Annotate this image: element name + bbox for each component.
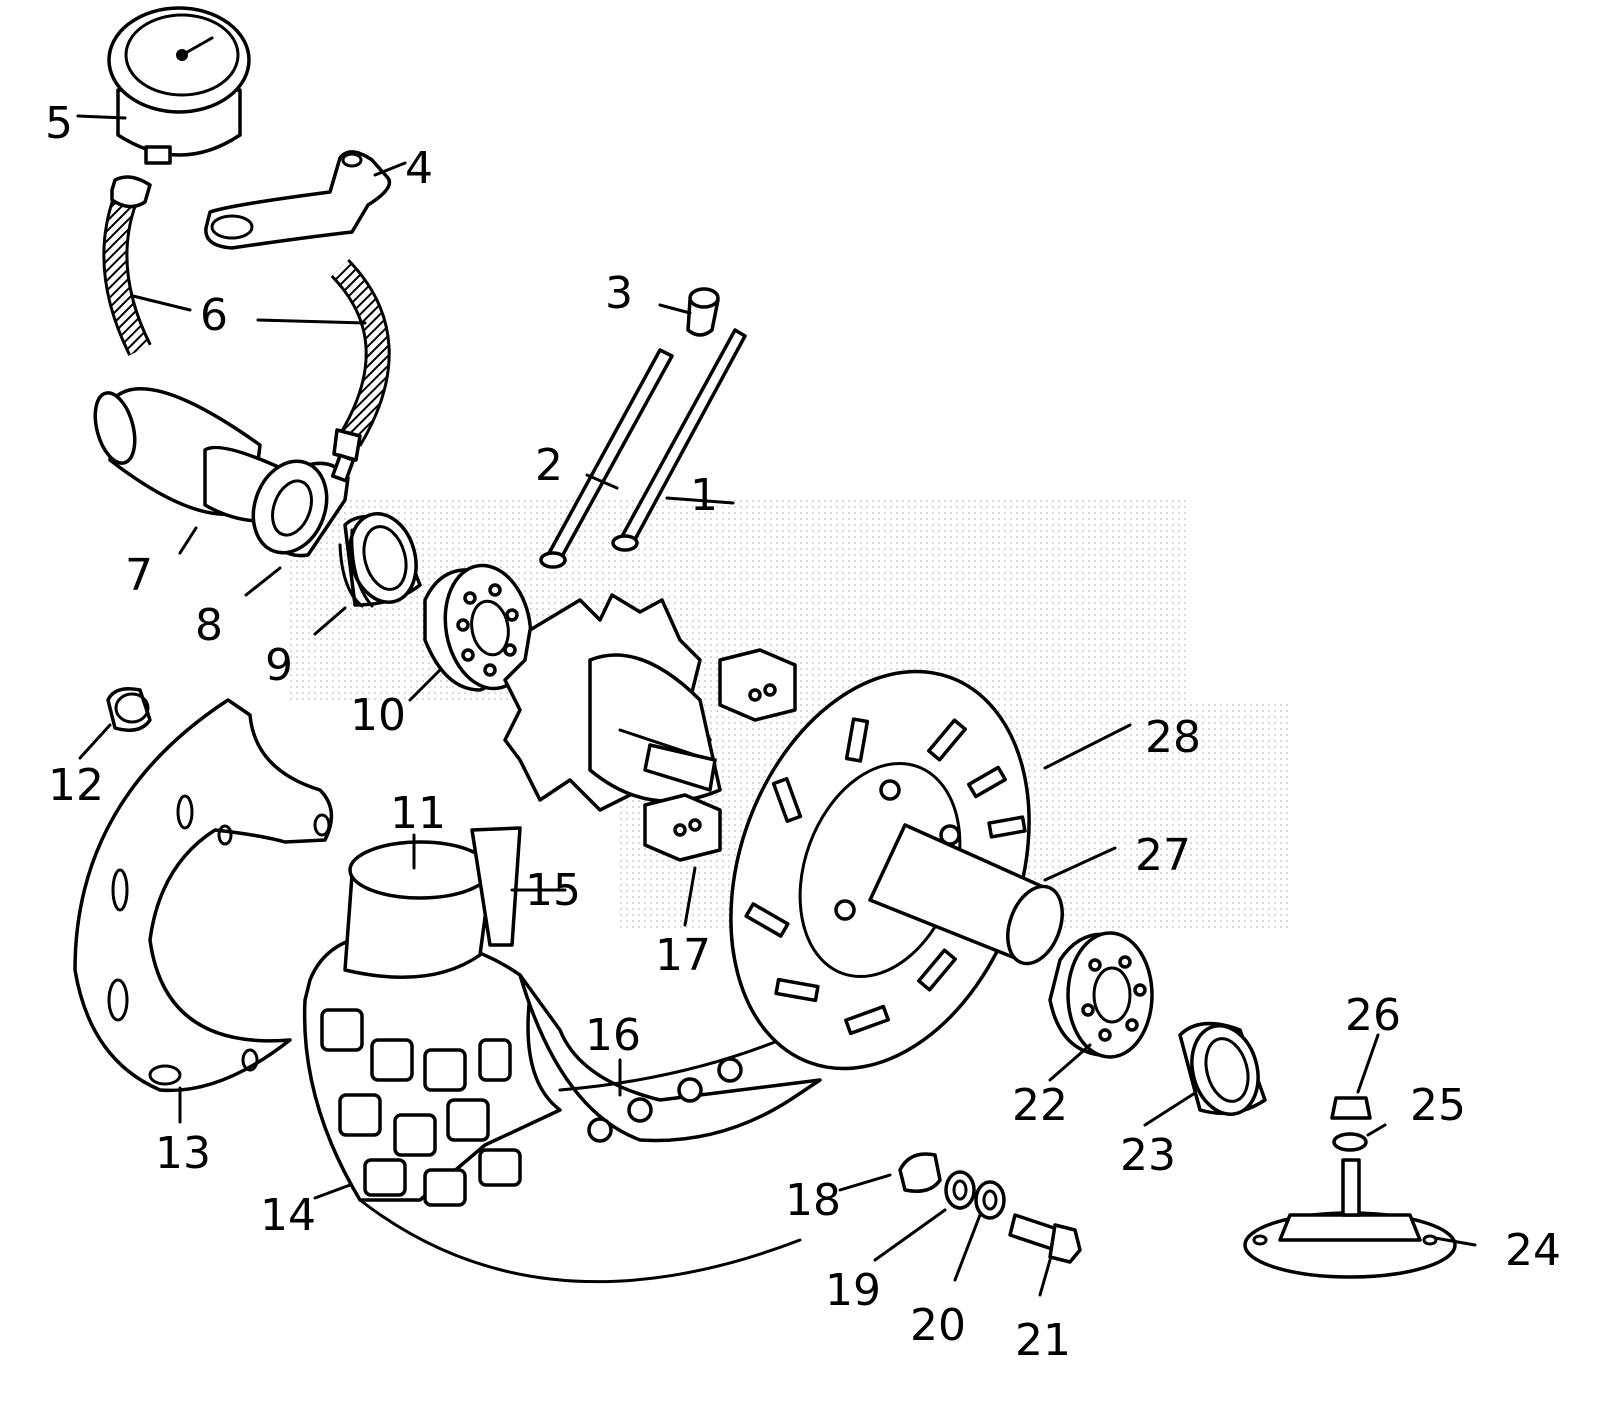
callout-3: 3 bbox=[605, 268, 633, 319]
callout-21: 21 bbox=[1015, 1315, 1071, 1366]
bolt-set bbox=[898, 1152, 1082, 1264]
bracket bbox=[204, 150, 392, 250]
bushing-12 bbox=[106, 687, 152, 732]
axle-bolts bbox=[539, 287, 747, 569]
callout-5: 5 bbox=[45, 98, 73, 149]
gauge bbox=[107, 6, 251, 165]
tire-tread bbox=[320, 1008, 522, 1207]
sprocket bbox=[503, 593, 722, 812]
callout-25: 25 bbox=[1410, 1080, 1466, 1131]
callout-14: 14 bbox=[260, 1190, 316, 1241]
callout-6: 6 bbox=[200, 290, 228, 341]
callout-27: 27 bbox=[1135, 830, 1191, 881]
blocks bbox=[643, 648, 797, 862]
bearing-10 bbox=[423, 563, 533, 692]
tube bbox=[343, 826, 522, 979]
callout-2: 2 bbox=[535, 440, 563, 491]
callout-16: 16 bbox=[585, 1010, 641, 1061]
bearing-22 bbox=[1048, 931, 1154, 1059]
callout-28: 28 bbox=[1145, 712, 1201, 763]
bushing-23 bbox=[1178, 1021, 1267, 1116]
callout-26: 26 bbox=[1345, 990, 1401, 1041]
callout-12: 12 bbox=[48, 760, 104, 811]
callout-4: 4 bbox=[405, 143, 433, 194]
rim bbox=[518, 973, 822, 1143]
tire bbox=[302, 932, 802, 1284]
flange bbox=[251, 453, 356, 558]
callout-15: 15 bbox=[525, 865, 581, 916]
callout-22: 22 bbox=[1012, 1080, 1068, 1131]
axle-sleeve bbox=[868, 823, 1064, 966]
leader-lines bbox=[76, 114, 1477, 1297]
callout-8: 8 bbox=[195, 600, 223, 651]
callout-20: 20 bbox=[910, 1300, 966, 1351]
callout-9: 9 bbox=[265, 640, 293, 691]
bushing-9 bbox=[338, 512, 422, 608]
callout-19: 19 bbox=[825, 1265, 881, 1316]
callout-13: 13 bbox=[155, 1128, 211, 1179]
brake-disc bbox=[729, 669, 1031, 1071]
hoses bbox=[102, 175, 391, 462]
callout-17: 17 bbox=[655, 930, 711, 981]
callout-18: 18 bbox=[785, 1175, 841, 1226]
callout-7: 7 bbox=[125, 550, 153, 601]
fender bbox=[73, 698, 334, 1093]
callout-24: 24 bbox=[1505, 1225, 1561, 1276]
callout-labels: 1 2 3 4 5 6 7 8 9 10 11 12 13 14 15 16 1… bbox=[45, 98, 1561, 1366]
callout-1: 1 bbox=[690, 470, 718, 521]
foot-assembly bbox=[1243, 1096, 1457, 1279]
callout-10: 10 bbox=[350, 690, 406, 741]
callout-11: 11 bbox=[390, 788, 446, 839]
callout-23: 23 bbox=[1120, 1130, 1176, 1181]
